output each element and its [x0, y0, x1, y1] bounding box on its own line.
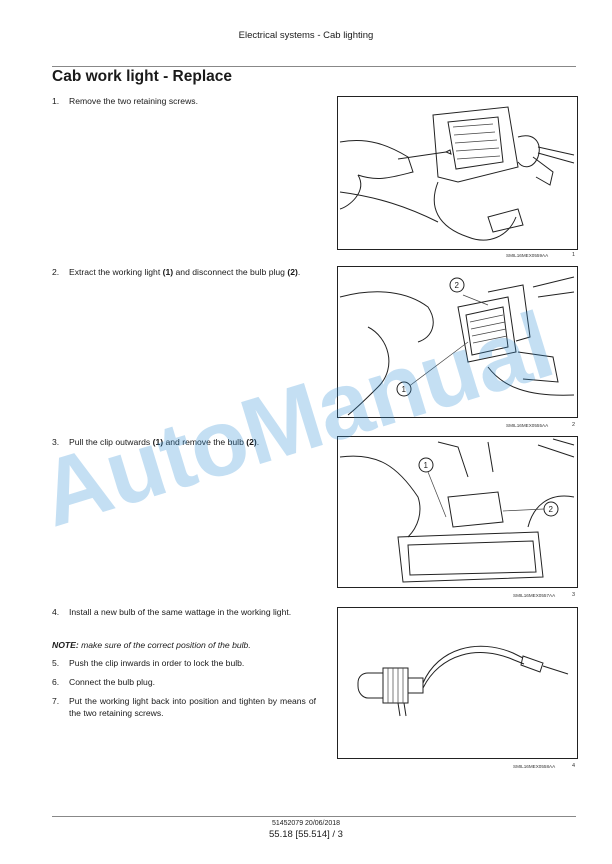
footer-page-number: 55.18 [55.514] / 3 [269, 829, 343, 840]
figure-1-illustration [337, 96, 578, 250]
callout-ref: (2) [246, 437, 257, 447]
running-header: Electrical systems - Cab lighting [238, 30, 374, 41]
step-1: 1. Remove the two retaining screws. [52, 96, 316, 108]
step-number: 4. [52, 607, 60, 617]
svg-text:1: 1 [424, 461, 429, 470]
figure-code: SMIL16MEX0557AA [513, 593, 556, 598]
step-text: Pull the clip outwards (1) and remove th… [69, 437, 260, 447]
step-number: 3. [52, 437, 60, 447]
figure-code: SMIL16MEX0559AA [506, 253, 549, 258]
footer-divider [52, 816, 576, 817]
callout-2: 2 [449, 277, 465, 293]
figure-3-illustration: 1 2 [337, 436, 578, 588]
footer-document-code: 51452079 20/06/2018 [271, 820, 341, 827]
callout-ref: (1) [152, 437, 164, 447]
step-text: Extract the working light (1) and discon… [69, 267, 301, 277]
figure-number: 3 [572, 592, 576, 598]
step-number: 5. [52, 658, 60, 668]
svg-text:1: 1 [402, 385, 407, 394]
step-number: 6. [52, 677, 60, 687]
header-divider [52, 66, 576, 67]
note-label: NOTE: [52, 640, 79, 650]
step-number: 2. [52, 267, 60, 277]
step-text: Install a new bulb of the same wattage i… [69, 607, 292, 617]
step-text: Put the working light back into position… [69, 696, 316, 718]
svg-text:2: 2 [549, 505, 554, 514]
figure-code: SMIL16MEX0555AA [506, 423, 549, 428]
callout-1: 1 [396, 381, 412, 397]
figure-number: 1 [572, 252, 576, 258]
step-7: 7. Put the working light back into posit… [52, 696, 316, 719]
figure-4-illustration [337, 607, 578, 759]
callout-ref: (1) [162, 267, 174, 277]
page-title: Cab work light - Replace [52, 68, 233, 85]
step-number: 7. [52, 696, 60, 706]
step-4: 4. Install a new bulb of the same wattag… [52, 607, 316, 619]
svg-text:2: 2 [455, 281, 460, 290]
step-5: 5. Push the clip inwards in order to loc… [52, 658, 316, 670]
step-text: Connect the bulb plug. [69, 677, 156, 687]
note-text: make sure of the correct position of the… [78, 640, 251, 650]
step-3: 3. Pull the clip outwards (1) and remove… [52, 437, 316, 449]
callout-2: 2 [543, 501, 559, 517]
callout-ref: (2) [287, 267, 298, 277]
step-text: Remove the two retaining screws. [69, 96, 198, 106]
step-2: 2. Extract the working light (1) and dis… [52, 267, 316, 279]
figure-2-illustration: 1 2 [337, 266, 578, 418]
step-text: Push the clip inwards in order to lock t… [69, 658, 245, 668]
figure-number: 4 [572, 763, 576, 769]
figure-code: SMIL16MEX0558AA [513, 764, 556, 769]
step-number: 1. [52, 96, 60, 106]
figure-number: 2 [572, 422, 576, 428]
callout-1: 1 [418, 457, 434, 473]
note: NOTE: make sure of the correct position … [52, 640, 316, 650]
step-6: 6. Connect the bulb plug. [52, 677, 316, 689]
